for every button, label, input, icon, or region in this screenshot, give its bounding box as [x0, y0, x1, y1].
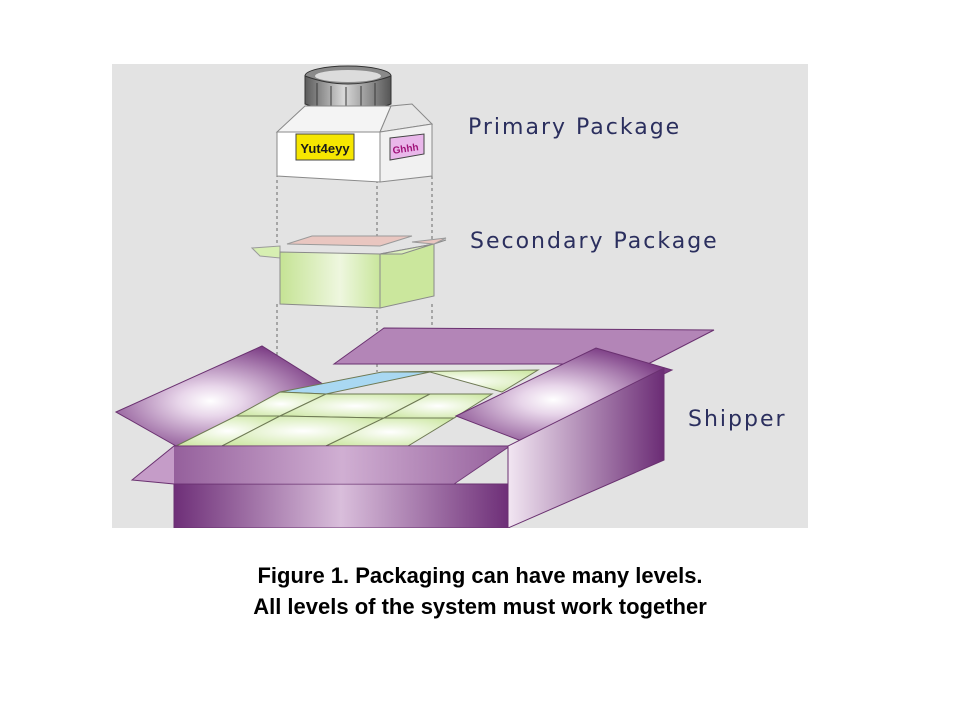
secondary-package-box	[250, 235, 447, 309]
bottle-front-label	[295, 133, 355, 161]
shipper-back-flap	[332, 327, 715, 365]
caption-line-2: All levels of the system must work toget…	[253, 594, 707, 619]
shipper-contents-grid	[175, 369, 540, 447]
bottle-front-label-text: Yut4eyy	[300, 141, 350, 156]
shipper-right-flap	[454, 347, 674, 443]
packaging-diagram: Yut4eyy Ghhh	[112, 64, 808, 528]
primary-package-label: Primary Package	[468, 115, 681, 140]
bottle-side-label-text: Ghhh	[392, 142, 419, 157]
primary-package-bottle: Yut4eyy Ghhh	[275, 65, 434, 183]
shipper-label: Shipper	[688, 407, 787, 432]
packaging-figure: Yut4eyy Ghhh	[112, 64, 808, 528]
shipper-front-face	[173, 483, 509, 528]
shipper-side-face	[507, 367, 665, 528]
figure-caption: Figure 1. Packaging can have many levels…	[0, 560, 960, 622]
secondary-package-label: Secondary Package	[470, 229, 719, 254]
bottle-side-label	[389, 133, 425, 161]
shipper-box	[114, 327, 715, 528]
caption-line-1: Figure 1. Packaging can have many levels…	[257, 563, 703, 588]
